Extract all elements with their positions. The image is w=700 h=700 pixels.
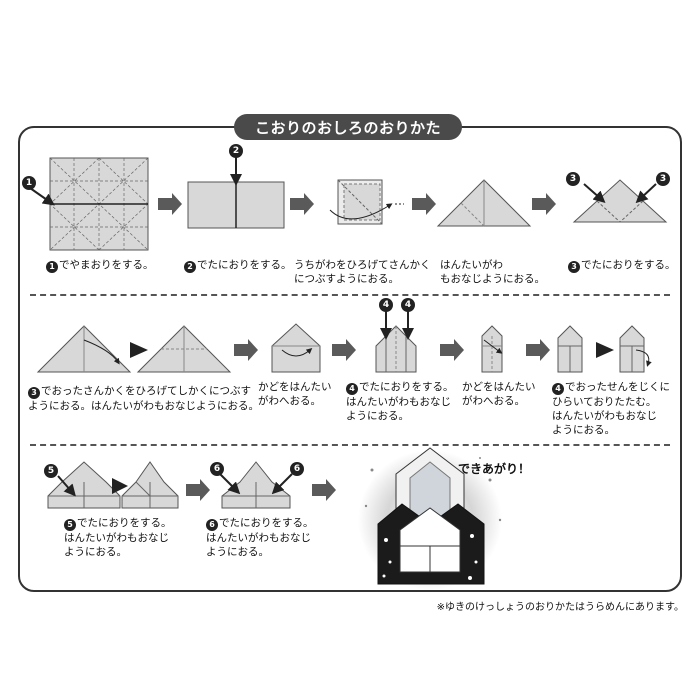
step7-diagram [271,323,321,373]
step-badge-5: 5 [44,464,58,478]
flow-arrow [158,193,182,215]
step-badge-1: 1 [22,176,36,190]
finished-castle-illustration [358,447,502,590]
caption-step2c: はんたいがわ もおなじようにおる。 [440,259,545,285]
step10a-diagram [557,325,583,373]
row-divider-2 [30,444,670,446]
step-badge-4-left: 4 [379,298,393,312]
step5-diagram [572,179,668,223]
step-badge-3-left: 3 [566,172,580,186]
caption-step2b: うちがわをひろげてさんかく につぶすようにおる。 [294,259,431,285]
step9-diagram [481,325,503,373]
step-badge-2: 2 [229,144,243,158]
step6a-diagram [36,325,132,373]
step10b-diagram [619,325,652,373]
done-label: できあがり！ [458,462,531,476]
row-divider-1 [30,294,670,296]
step-badge-3-right: 3 [656,172,670,186]
step8-diagram [375,310,417,373]
step12-diagram [219,461,293,509]
caption-step4b: かどをはんたい がわへおる。 [462,381,536,407]
step-badge-4-right: 4 [401,298,415,312]
step-badge-6-left: 6 [210,462,224,476]
step11b-diagram [121,461,179,509]
footnote: ※ゆきのけっしょうのおりかたはうらめんにあります。 [436,602,684,613]
caption-step3c: かどをはんたい がわへおる。 [258,381,332,407]
step6b-diagram [136,325,232,373]
step11a-diagram [47,461,121,509]
step-badge-6-right: 6 [290,462,304,476]
page-title: こおりのおしろのおりかた [234,114,462,140]
step3-diagram [329,179,404,225]
step4-diagram [436,179,532,227]
step2-diagram [187,156,285,229]
step1-diagram [29,157,149,251]
